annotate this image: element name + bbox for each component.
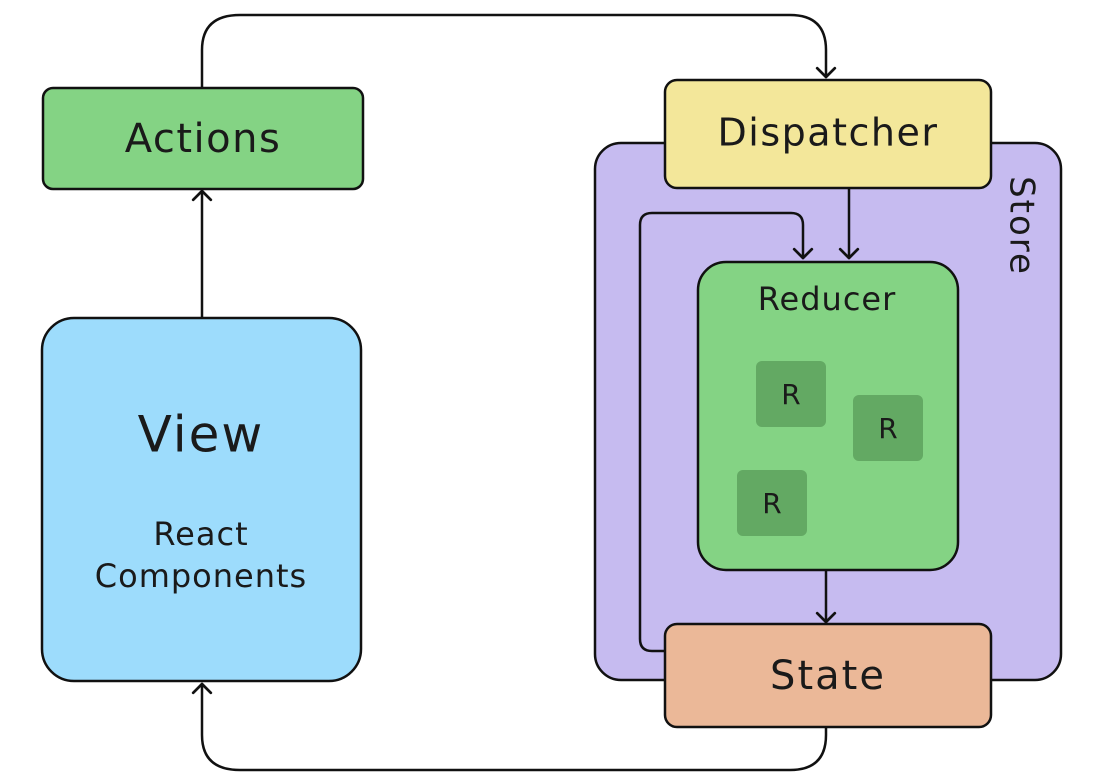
- actions-box: [41, 86, 365, 191]
- sub-reducer-label: R: [878, 412, 897, 445]
- dispatcher-node: Dispatcher: [663, 78, 993, 190]
- store-label: Store: [1002, 176, 1042, 276]
- state-to-reducer-loop-arrow: [638, 211, 814, 653]
- reducer-node: Reducer R R R: [696, 260, 960, 572]
- actions-to-dispatcher-arrow: [200, 13, 837, 88]
- state-box: [663, 622, 993, 729]
- view-subtitle-line1: React: [153, 515, 248, 553]
- sub-reducer-box: [737, 470, 807, 536]
- state-label: State: [770, 653, 886, 699]
- state-to-view-arrow: [191, 682, 828, 772]
- view-box: [40, 316, 363, 683]
- view-node: View React Components: [40, 316, 363, 683]
- dispatcher-label: Dispatcher: [718, 111, 939, 155]
- sub-reducer-box: [756, 361, 826, 427]
- view-title: View: [138, 406, 265, 464]
- reducer-label: Reducer: [758, 280, 897, 318]
- sub-reducer-box: [853, 395, 923, 461]
- dispatcher-box: [663, 78, 993, 190]
- sub-reducer-label: R: [781, 378, 800, 411]
- actions-node: Actions: [41, 86, 365, 191]
- actions-label: Actions: [125, 116, 282, 162]
- view-subtitle-line2: Components: [95, 557, 307, 595]
- sub-reducer-label: R: [762, 487, 781, 520]
- state-node: State: [663, 622, 993, 729]
